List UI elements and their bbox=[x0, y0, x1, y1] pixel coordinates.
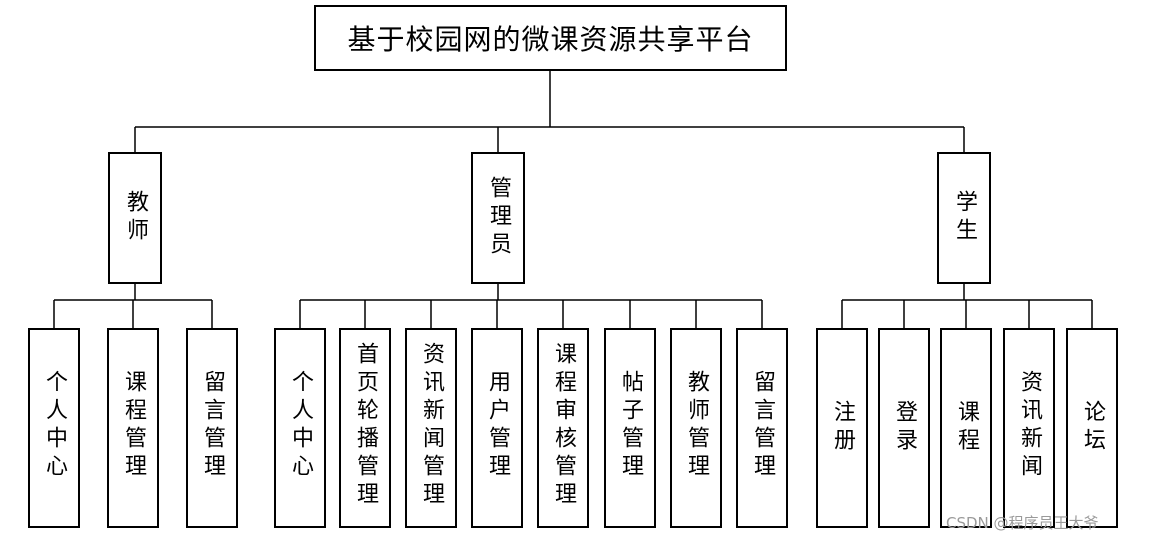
function-box: 课程管理 bbox=[107, 328, 159, 528]
function-label: 课程审核管理 bbox=[551, 342, 576, 510]
function-box: 资讯新闻管理 bbox=[405, 328, 457, 528]
function-label: 个人中心 bbox=[42, 370, 67, 482]
function-label: 课程 bbox=[954, 400, 979, 456]
function-box: 留言管理 bbox=[186, 328, 238, 528]
function-label: 留言管理 bbox=[750, 370, 775, 482]
function-box: 个人中心 bbox=[274, 328, 326, 528]
platform-title-box: 基于校园网的微课资源共享平台 bbox=[314, 5, 787, 71]
function-box: 注册 bbox=[816, 328, 868, 528]
function-label: 个人中心 bbox=[288, 370, 313, 482]
csdn-watermark: CSDN @程序员王大爷 bbox=[946, 514, 1099, 532]
function-label: 资讯新闻 bbox=[1017, 370, 1042, 482]
role-box: 教师 bbox=[108, 152, 162, 284]
function-label: 论坛 bbox=[1080, 400, 1105, 456]
function-box: 资讯新闻 bbox=[1003, 328, 1055, 528]
function-box: 论坛 bbox=[1066, 328, 1118, 528]
function-box: 首页轮播管理 bbox=[339, 328, 391, 528]
function-label: 首页轮播管理 bbox=[353, 342, 378, 510]
function-label: 注册 bbox=[830, 400, 855, 456]
function-label: 教师管理 bbox=[684, 370, 709, 482]
role-label: 学生 bbox=[952, 190, 977, 246]
function-box: 课程审核管理 bbox=[537, 328, 589, 528]
function-label: 留言管理 bbox=[200, 370, 225, 482]
role-box: 学生 bbox=[937, 152, 991, 284]
function-box: 留言管理 bbox=[736, 328, 788, 528]
platform-title: 基于校园网的微课资源共享平台 bbox=[347, 23, 754, 56]
function-box: 教师管理 bbox=[670, 328, 722, 528]
function-label: 课程管理 bbox=[121, 370, 146, 482]
function-box: 课程 bbox=[940, 328, 992, 528]
function-box: 个人中心 bbox=[28, 328, 80, 528]
function-label: 登录 bbox=[892, 400, 917, 456]
function-label: 帖子管理 bbox=[618, 370, 643, 482]
role-label: 管理员 bbox=[486, 176, 511, 260]
role-label: 教师 bbox=[123, 190, 148, 246]
function-label: 资讯新闻管理 bbox=[419, 342, 444, 510]
function-box: 登录 bbox=[878, 328, 930, 528]
function-box: 用户管理 bbox=[471, 328, 523, 528]
function-label: 用户管理 bbox=[485, 370, 510, 482]
role-box: 管理员 bbox=[471, 152, 525, 284]
function-box: 帖子管理 bbox=[604, 328, 656, 528]
